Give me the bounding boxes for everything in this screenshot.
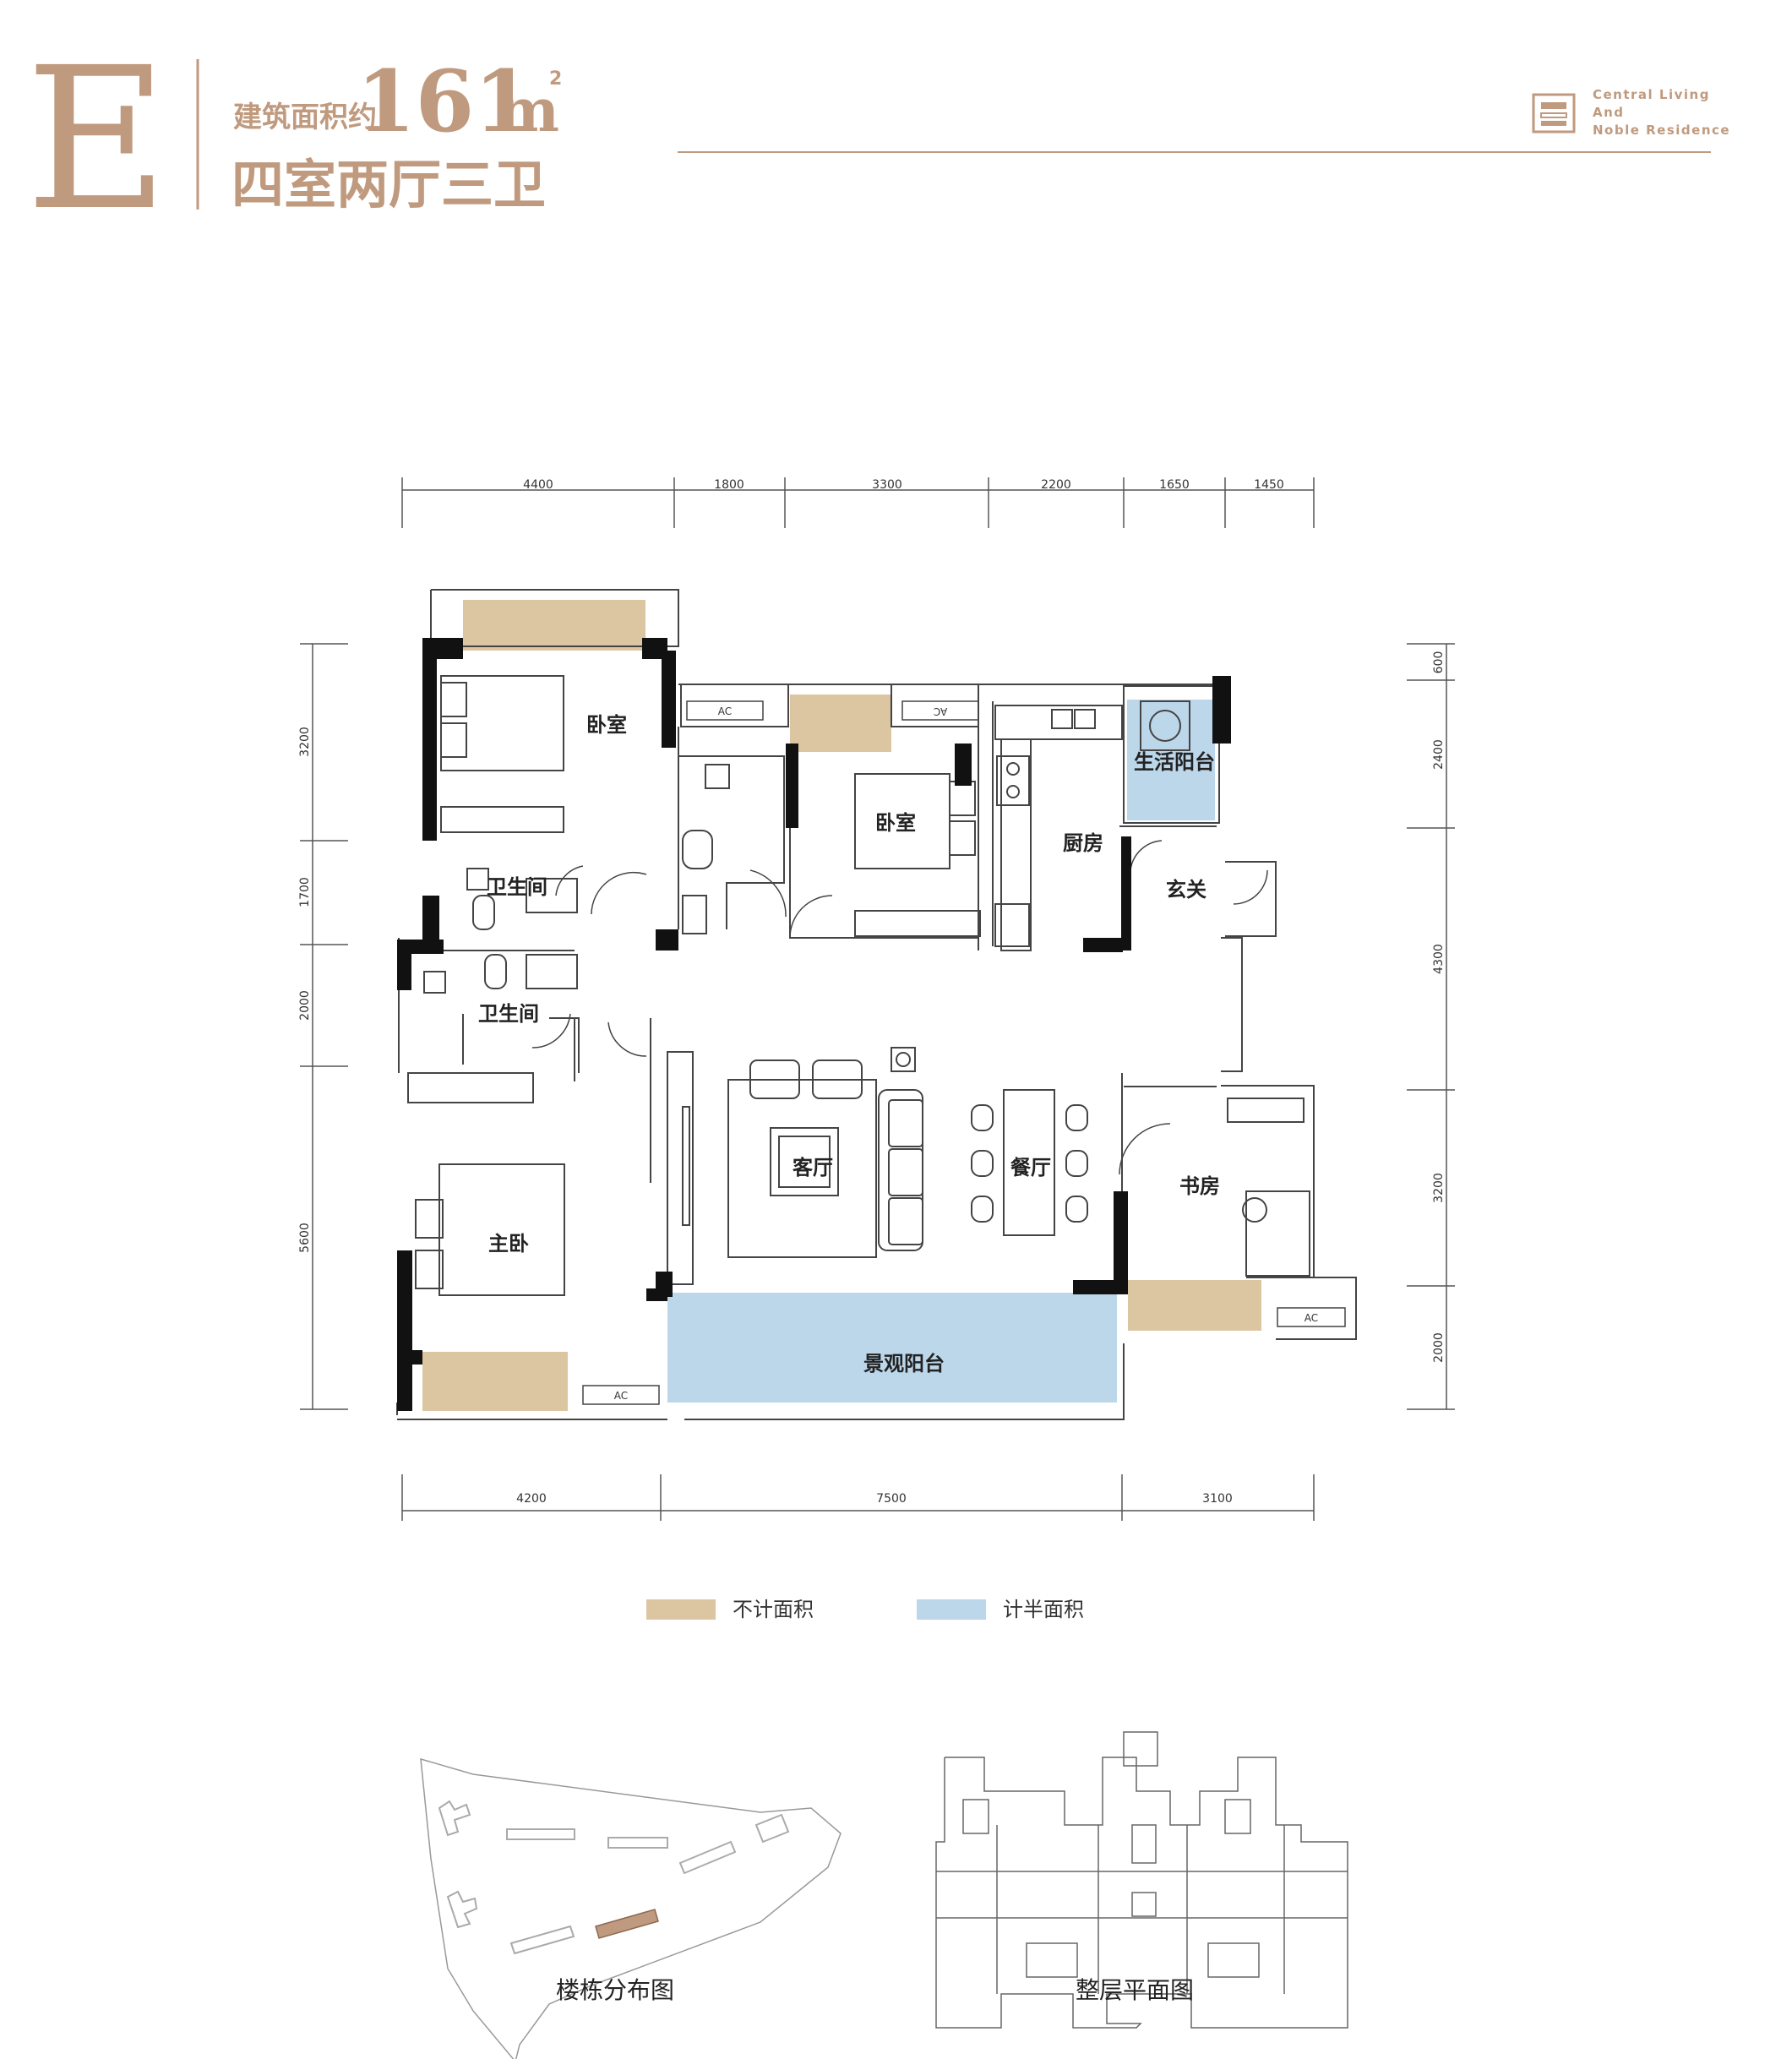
dim-right-5: 2000 [1432, 1332, 1446, 1363]
dim-bottom-2: 7500 [876, 1492, 907, 1506]
dim-bottom-3: 3100 [1202, 1492, 1233, 1506]
room-dining: 餐厅 [1010, 1156, 1051, 1179]
caption-floor-plan: 整层平面图 [1076, 1976, 1194, 2004]
brand-logo-icon [1532, 93, 1576, 133]
ac-unit-se: AC [1277, 1307, 1346, 1327]
dim-top-4: 2200 [1041, 478, 1071, 492]
area-value: 161 [357, 52, 533, 151]
ac-label-2: AC [934, 705, 947, 717]
dimension-top [401, 477, 1315, 528]
dim-left-3: 2000 [298, 990, 312, 1021]
ac-label-3: AC [614, 1390, 628, 1402]
dim-right-3: 4300 [1432, 944, 1446, 974]
dim-right-2: 2400 [1432, 739, 1446, 770]
dim-right-4: 3200 [1432, 1173, 1446, 1203]
brand-line-1: Central Living [1593, 87, 1710, 102]
unit-letter: E [25, 25, 168, 253]
legend: 不计面积 计半面积 [646, 1598, 1084, 1621]
area-prefix: 建筑面积约 [233, 101, 377, 134]
room-bath-1: 卫生间 [487, 875, 547, 899]
utility-balcony-half [1127, 700, 1215, 820]
brand-line-3: Noble Residence [1593, 123, 1730, 138]
dim-top-3: 3300 [872, 478, 902, 492]
dim-top-2: 1800 [714, 478, 744, 492]
legend-swatch-half-counted [917, 1599, 986, 1620]
balcony-not-counted-se [1128, 1280, 1261, 1331]
ac-label-4: AC [1305, 1312, 1318, 1324]
area-superscript: 2 [549, 68, 562, 90]
caption-site-plan-text: 楼栋分布图 [556, 1976, 674, 2004]
room-bedroom-n: 卧室 [875, 811, 916, 835]
ac-unit-n: AC [901, 700, 979, 721]
dim-left-4: 5600 [298, 1223, 312, 1253]
balcony-not-counted-sw [422, 1352, 568, 1411]
dimension-bottom [401, 1474, 1315, 1521]
ac-unit-sw: AC [582, 1385, 660, 1405]
dimension-right [1407, 643, 1455, 1410]
dim-left-1: 3200 [298, 727, 312, 757]
room-living: 客厅 [793, 1156, 833, 1179]
room-bedroom-nw: 卧室 [586, 713, 627, 737]
thin-outlines [396, 589, 1357, 1420]
site-plan-thumbnail [420, 1757, 842, 2059]
dimension-left [300, 643, 348, 1410]
dim-top-5: 1650 [1159, 478, 1190, 492]
ac-unit-nw: AC [686, 700, 764, 721]
dim-top-1: 4400 [523, 478, 553, 492]
brand-line-2: And [1593, 105, 1625, 120]
legend-swatch-not-counted [646, 1599, 716, 1620]
dim-top-6: 1450 [1254, 478, 1284, 492]
room-master: 主卧 [488, 1232, 529, 1256]
dim-bottom-1: 4200 [516, 1492, 547, 1506]
room-view-balcony: 景观阳台 [863, 1352, 945, 1375]
ac-units: AC AC AC AC [582, 700, 1346, 1405]
dim-right-1: 600 [1432, 651, 1446, 674]
area-fills [422, 600, 1261, 1411]
full-floor-plan-thumbnail [935, 1731, 1348, 2029]
highlighted-building [595, 1909, 659, 1939]
room-kitchen: 厨房 [1063, 831, 1103, 855]
room-utility-balcony: 生活阳台 [1134, 750, 1215, 774]
door-swings [531, 840, 1268, 1175]
legend-label-half-counted: 计半面积 [1003, 1598, 1084, 1621]
balcony-not-counted-nw [463, 600, 645, 651]
legend-label-not-counted: 不计面积 [733, 1598, 814, 1621]
view-balcony-half [667, 1293, 1117, 1403]
room-bath-2: 卫生间 [478, 1002, 539, 1026]
structural-walls [397, 638, 1231, 1411]
dim-left-2: 1700 [298, 877, 312, 907]
layout-title: 四室两厅三卫 [231, 154, 546, 215]
room-study: 书房 [1179, 1174, 1220, 1198]
header: E 建筑面积约 161 m 2 四室两厅三卫 Central Living An… [25, 25, 1730, 253]
ac-label-1: AC [718, 705, 732, 717]
balcony-not-counted-n [790, 695, 891, 752]
room-entrance: 玄关 [1166, 878, 1206, 901]
area-unit: m [497, 75, 559, 145]
